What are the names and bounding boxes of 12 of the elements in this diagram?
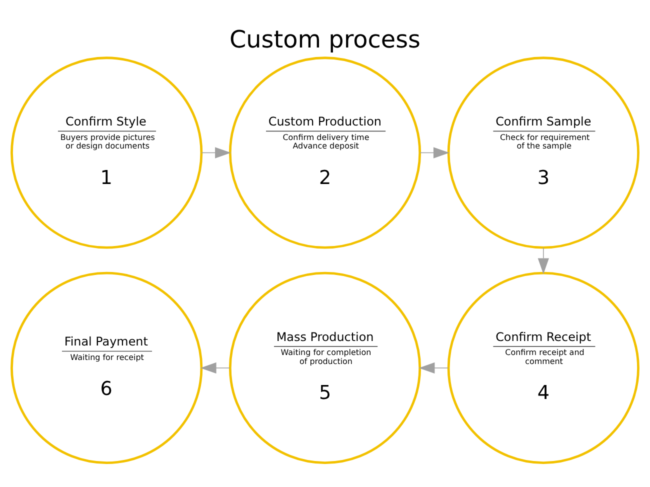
node-circle: Confirm Style Buyers provide pictures or design documents 1 (10, 56, 203, 248)
arrow (201, 146, 231, 158)
node-circle: Confirm Sample Check for requirement of the sample 3 (447, 56, 640, 248)
node-circle: Mass Production Waiting for completion of production 5 (228, 271, 422, 464)
arrow (538, 246, 549, 274)
arrow (200, 362, 230, 374)
node-circle: Custom Production Confirm delivery time Advance deposit 2 (228, 56, 422, 248)
diagram-title: Custom process (229, 25, 421, 54)
node-circle: Final Payment Waiting for receipt 6 (10, 271, 203, 464)
node-circle: Confirm Receipt Confirm receipt and comment 4 (447, 271, 640, 464)
arrow (418, 362, 449, 374)
arrow (420, 146, 450, 158)
